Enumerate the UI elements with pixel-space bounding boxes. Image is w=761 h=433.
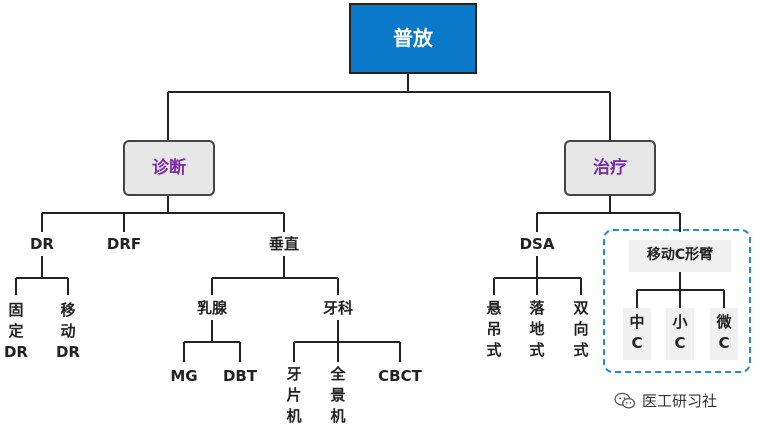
medium-c-node: 中 C <box>623 312 651 354</box>
root-node: 普放 <box>349 3 477 74</box>
dr-node: DR <box>22 234 62 255</box>
mobile-dr-char-3: DR <box>55 343 80 361</box>
mobile-dr-char-1: 移 <box>60 301 76 319</box>
panoramic-char-1: 全 <box>330 365 346 383</box>
vertical-node: 垂直 <box>262 234 306 255</box>
floor-mounted-node: 落 地 式 <box>525 298 549 361</box>
biplane-char-1: 双 <box>573 299 589 317</box>
cbct-node: CBCT <box>372 366 428 387</box>
fixed-dr-node: 固 定 DR <box>0 300 32 363</box>
dbt-node: DBT <box>220 366 260 387</box>
c-arm-node: 移动C形臂 <box>646 247 714 263</box>
periapical-char-2: 片 <box>286 386 302 404</box>
biplane-char-3: 式 <box>573 341 589 359</box>
small-c-node: 小 C <box>666 312 694 354</box>
small-c-char-2: C <box>674 334 686 352</box>
periapical-char-1: 牙 <box>286 365 302 383</box>
c-arm-group-box <box>603 229 751 373</box>
diagnosis-node: 诊断 <box>123 140 215 196</box>
biplane-node: 双 向 式 <box>569 298 593 361</box>
breast-node: 乳腺 <box>190 298 234 319</box>
periapical-char-3: 机 <box>286 407 302 425</box>
ceiling-char-1: 悬 <box>486 299 502 317</box>
fixed-dr-char-1: 固 <box>8 301 24 319</box>
small-c-bg <box>666 308 694 360</box>
treatment-node: 治疗 <box>564 140 656 196</box>
fixed-dr-char-3: DR <box>3 343 28 361</box>
wechat-icon <box>614 392 636 409</box>
ceiling-char-3: 式 <box>486 341 502 359</box>
floor-char-2: 地 <box>529 320 545 338</box>
ceiling-char-2: 吊 <box>486 320 502 338</box>
small-c-char-1: 小 <box>672 313 688 331</box>
floor-char-1: 落 <box>529 299 545 317</box>
micro-c-char-1: 微 <box>716 313 732 331</box>
fixed-dr-char-2: 定 <box>8 322 24 340</box>
medium-c-char-2: C <box>631 334 643 352</box>
ceiling-mounted-node: 悬 吊 式 <box>482 298 506 361</box>
mg-node: MG <box>166 366 202 387</box>
panoramic-unit-node: 全 景 机 <box>326 364 350 427</box>
micro-c-node: 微 C <box>710 312 738 354</box>
micro-c-bg <box>710 308 738 360</box>
drf-node: DRF <box>100 234 148 255</box>
dsa-node: DSA <box>515 234 559 255</box>
medium-c-char-1: 中 <box>629 313 645 331</box>
periapical-unit-node: 牙 片 机 <box>282 364 306 427</box>
dental-node: 牙科 <box>316 298 360 319</box>
watermark-text: 医工研习社 <box>642 392 718 410</box>
panoramic-char-3: 机 <box>330 407 346 425</box>
mobile-dr-char-2: 动 <box>60 322 76 340</box>
c-arm-label-bg <box>629 240 731 272</box>
panoramic-char-2: 景 <box>330 386 346 404</box>
biplane-char-2: 向 <box>573 320 589 338</box>
mobile-dr-node: 移 动 DR <box>52 300 84 363</box>
floor-char-3: 式 <box>529 341 545 359</box>
watermark: 医工研习社 <box>614 390 717 411</box>
medium-c-bg <box>623 308 651 360</box>
micro-c-char-2: C <box>718 334 730 352</box>
